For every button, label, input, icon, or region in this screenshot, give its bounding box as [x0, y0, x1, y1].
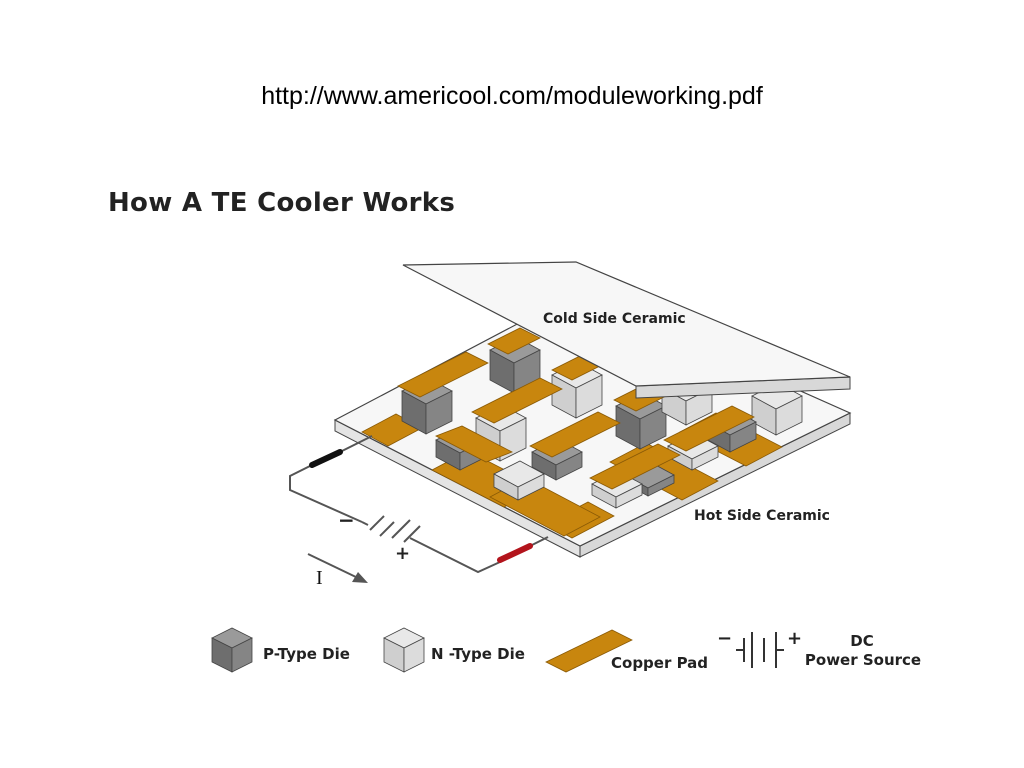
legend-n-type-label: N -Type Die	[431, 645, 525, 663]
n-type-die	[751, 382, 803, 436]
legend-copper-pad-swatch	[545, 629, 633, 673]
source-url: http://www.americool.com/moduleworking.p…	[261, 82, 763, 110]
legend-plus-label: +	[787, 628, 802, 649]
legend-copper-pad-label: Copper Pad	[611, 654, 708, 672]
current-arrow	[307, 553, 368, 583]
current-label: I	[316, 567, 323, 589]
legend-n-type-swatch	[383, 627, 425, 673]
legend-p-type-swatch	[211, 627, 253, 673]
red-lead	[497, 543, 533, 563]
diagram-title: How A TE Cooler Works	[108, 188, 456, 218]
legend-battery-icon	[736, 632, 784, 668]
circuit-wires	[289, 435, 549, 574]
legend-p-type-label: P-Type Die	[263, 645, 350, 663]
black-lead	[309, 449, 343, 468]
legend: P-Type Die N -Type Die Copper Pad − + DC…	[211, 627, 921, 673]
legend-minus-label: −	[717, 628, 732, 649]
cold-side-label: Cold Side Ceramic	[543, 311, 686, 327]
battery-symbol	[369, 515, 421, 543]
legend-dc-label: DC	[850, 632, 873, 650]
legend-power-source-label: Power Source	[805, 651, 921, 669]
n-type-die	[493, 460, 545, 501]
minus-terminal-label: −	[338, 508, 355, 532]
cold-side-ceramic-plate	[402, 261, 851, 399]
plus-terminal-label: +	[395, 543, 410, 564]
hot-side-label: Hot Side Ceramic	[694, 508, 830, 524]
